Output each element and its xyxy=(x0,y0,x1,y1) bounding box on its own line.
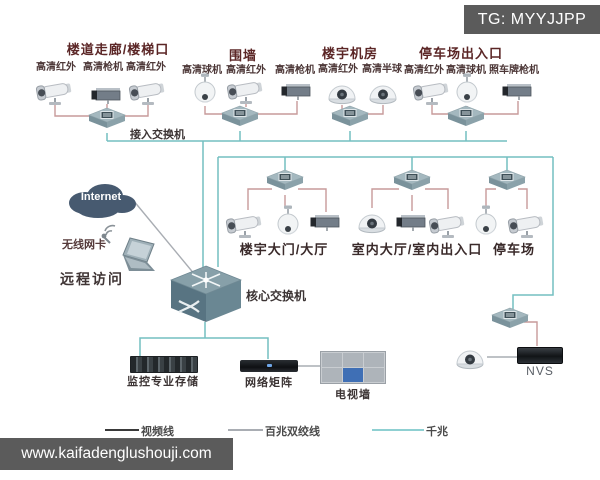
legend-label-gigabit: 千兆 xyxy=(426,426,448,438)
dome-camera-icon xyxy=(453,344,487,370)
storage-label: 监控专业存储 xyxy=(127,376,199,388)
group-title-corridor: 楼道走廊/楼梯口 xyxy=(66,42,170,57)
camera-label: 高清红外 xyxy=(36,62,76,73)
core-switch-icon xyxy=(169,265,243,323)
camera-label: 高清枪机 xyxy=(83,62,123,73)
bullet-camera-icon xyxy=(411,76,453,106)
internet-label: Internet xyxy=(80,191,122,203)
tg-watermark: TG: MYYJJPP xyxy=(464,5,600,34)
site-watermark-text: www.kaifadenglushouji.com xyxy=(21,445,212,462)
dome-camera-icon xyxy=(355,208,389,234)
dome-camera-icon xyxy=(325,79,359,105)
legend-label-video: 视频线 xyxy=(141,426,174,438)
legend-line-gigabit xyxy=(372,429,424,431)
access-switch-icon xyxy=(331,105,369,131)
tv-wall-label: 电视墙 xyxy=(335,389,371,401)
ptz-camera-icon xyxy=(452,73,482,107)
group-title-parking-entrance: 停车场出入口 xyxy=(418,46,504,61)
camera-label: 高清枪机 xyxy=(275,65,315,76)
ptz-camera-icon xyxy=(190,73,220,107)
group-title-wall: 围墙 xyxy=(228,48,258,63)
ptz-camera-icon xyxy=(273,205,303,239)
access-switch-icon xyxy=(266,169,304,195)
site-watermark: www.kaifadenglushouji.com xyxy=(0,438,233,470)
bullet-camera-icon xyxy=(506,209,548,239)
legend-line-video xyxy=(105,429,139,431)
camera-label: 高清红外 xyxy=(404,65,444,76)
matrix-device xyxy=(240,360,298,372)
legend-line-twisted-pair xyxy=(228,429,263,431)
tg-watermark-text: TG: MYYJJPP xyxy=(477,10,587,28)
wireless-card-label: 无线网卡 xyxy=(62,239,106,251)
bullet-camera-icon xyxy=(224,209,266,239)
tv-screen xyxy=(343,368,363,382)
bullet-camera-icon xyxy=(34,76,76,106)
ptz-camera-icon xyxy=(471,205,501,239)
core-switch-label: 核心交换机 xyxy=(246,289,307,303)
camera-label: 高清红外 xyxy=(226,65,266,76)
legend-label-twisted-pair: 百兆双绞线 xyxy=(265,426,320,438)
group-label-building-gate: 楼宇大门/大厅 xyxy=(239,242,329,257)
access-switch-icon xyxy=(491,307,529,333)
dome-camera-icon xyxy=(366,79,400,105)
nvs-device xyxy=(517,347,563,364)
wireless-signal-icon xyxy=(96,222,120,244)
laptop-icon xyxy=(102,237,156,277)
remote-access-label: 远程访问 xyxy=(60,271,124,287)
tv-screen xyxy=(322,353,342,367)
camera-label: 高清红外 xyxy=(126,62,166,73)
camera-label: 高清球机 xyxy=(446,65,486,76)
box-camera-icon xyxy=(394,211,430,233)
access-switch-label: 接入交换机 xyxy=(130,129,185,141)
nvs-label: NVS xyxy=(526,364,554,378)
tv-screen xyxy=(364,353,384,367)
access-switch-icon xyxy=(393,169,431,195)
tv-screen xyxy=(322,368,342,382)
access-switch-icon xyxy=(221,105,259,131)
tv-wall-device xyxy=(320,351,386,384)
group-label-parking: 停车场 xyxy=(492,242,536,257)
box-camera-icon xyxy=(279,80,315,102)
matrix-label: 网络矩阵 xyxy=(245,377,293,389)
camera-label: 高清红外 xyxy=(318,64,358,75)
storage-device xyxy=(130,356,198,373)
access-switch-icon xyxy=(447,105,485,131)
access-switch-icon xyxy=(88,107,126,133)
group-label-indoor-hall: 室内大厅/室内出入口 xyxy=(351,242,483,257)
box-camera-icon xyxy=(500,80,536,102)
box-camera-icon xyxy=(89,84,125,106)
bullet-camera-icon xyxy=(127,76,169,106)
camera-label: 高清球机 xyxy=(182,65,222,76)
internet-cloud-icon xyxy=(60,178,140,222)
box-camera-icon xyxy=(308,211,344,233)
camera-label: 高清半球 xyxy=(362,64,402,75)
group-title-machine-room: 楼宇机房 xyxy=(321,46,379,61)
tv-screen xyxy=(364,368,384,382)
access-switch-icon xyxy=(488,169,526,195)
camera-label: 照车牌枪机 xyxy=(489,65,539,76)
matrix-led xyxy=(267,364,272,367)
bullet-camera-icon xyxy=(427,209,469,239)
bullet-camera-icon xyxy=(225,75,267,105)
tv-screen xyxy=(343,353,363,367)
